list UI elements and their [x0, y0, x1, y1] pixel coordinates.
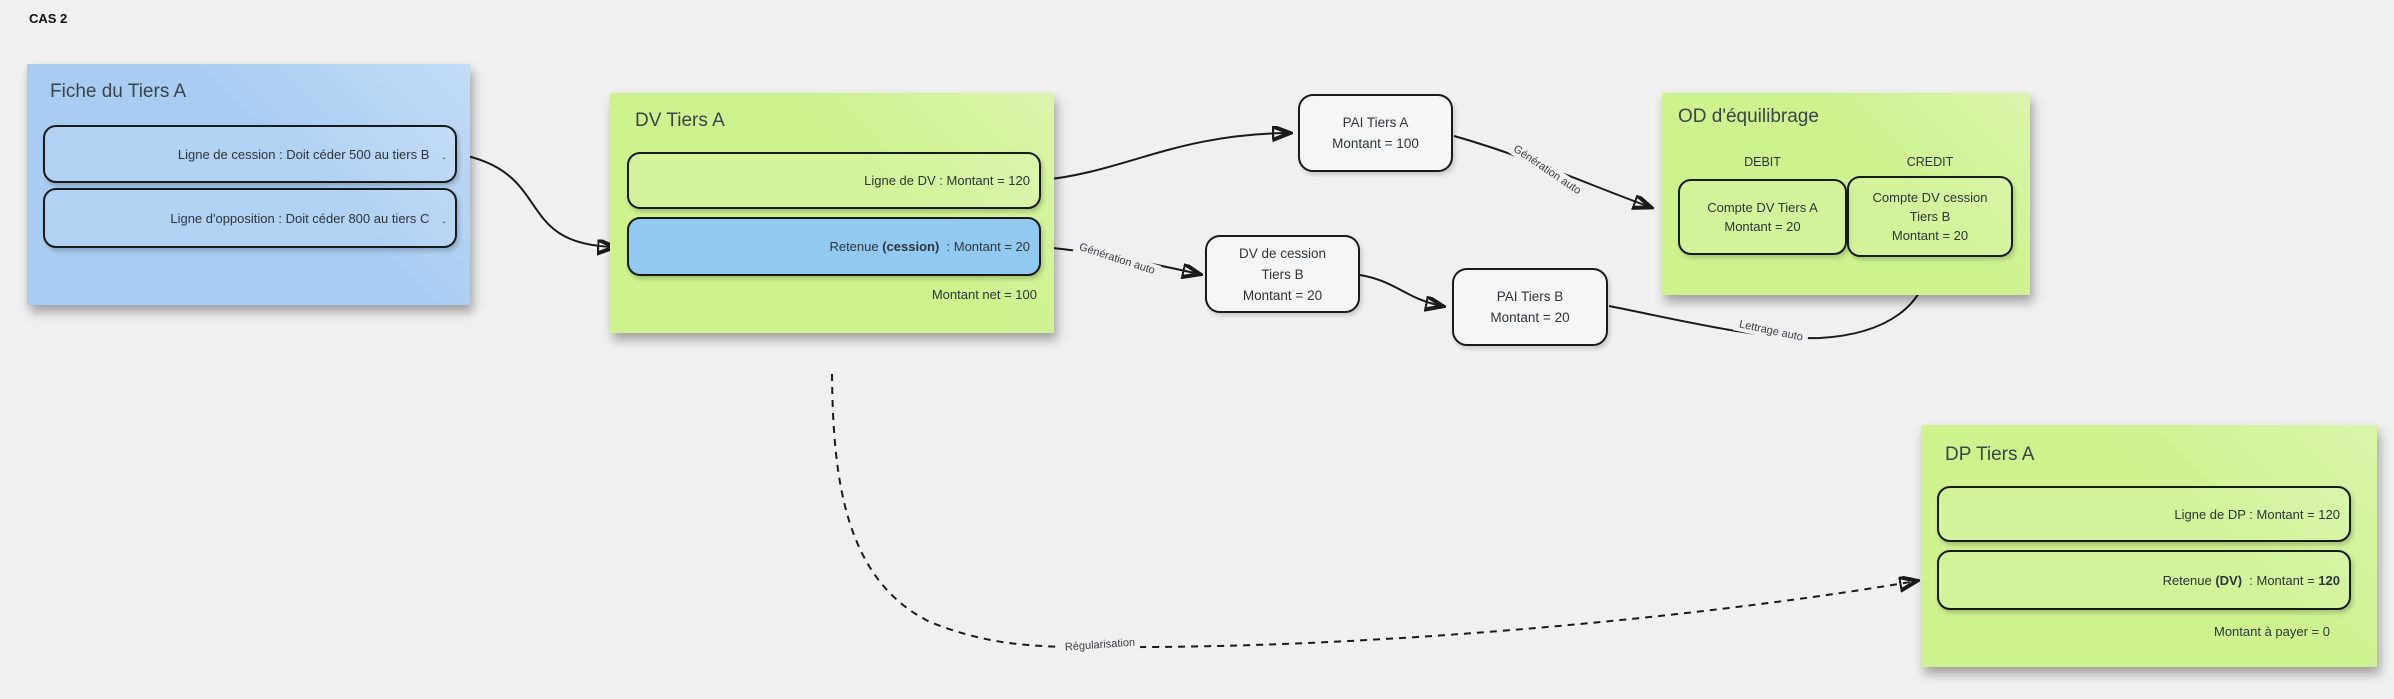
- node-dv-cession-line2: Tiers B: [1261, 266, 1304, 282]
- od-credit-line2: Tiers B: [1909, 209, 1951, 224]
- node-dv-cession-line3: Montant = 20: [1242, 287, 1323, 303]
- sticky-dp-tiers-a: DP Tiers A Ligne de DP : Montant = 120 R…: [1921, 425, 2377, 667]
- dv-retenue-cession: Retenue (cession) : Montant = 20: [627, 217, 1041, 276]
- case-title: CAS 2: [29, 11, 68, 26]
- fiche-line-opposition-text: Ligne d'opposition : Doit céder 800 au t…: [170, 210, 430, 226]
- dp-retenue-dv: Retenue (DV) : Montant = 120: [1937, 550, 2351, 610]
- sticky-od-equilibrage: OD d'équilibrage DEBIT CREDIT Compte DV …: [1662, 93, 2030, 295]
- dp-montant-a-payer: Montant à payer = 0: [2214, 624, 2330, 639]
- node-pai-tiers-a: PAI Tiers A Montant = 100: [1298, 94, 1453, 172]
- sticky-fiche-title: Fiche du Tiers A: [50, 81, 187, 102]
- node-dv-cession-line1: DV de cession: [1238, 245, 1327, 261]
- fiche-line-cession-text: Ligne de cession : Doit céder 500 au tie…: [177, 146, 430, 162]
- edge-dv-cession-to-pai-b: [1359, 274, 1442, 306]
- od-credit-line1: Compte DV cession: [1872, 190, 1988, 205]
- connection-dot: .: [442, 210, 446, 226]
- node-pai-tiers-a-line2: Montant = 100: [1332, 136, 1419, 151]
- fiche-line-cession: Ligne de cession : Doit céder 500 au tie…: [43, 125, 457, 183]
- dv-montant-net: Montant net = 100: [931, 287, 1037, 302]
- dv-retenue-cession-text: Retenue (cession) : Montant = 20: [829, 239, 1030, 254]
- node-dv-cession-tiers-b: DV de cession Tiers B Montant = 20: [1205, 235, 1360, 313]
- dv-ligne-dv-text: Ligne de DV : Montant = 120: [864, 173, 1030, 188]
- od-debit-line1: Compte DV Tiers A: [1707, 200, 1818, 215]
- od-credit-line3: Montant = 20: [1891, 228, 1969, 243]
- edge-regularisation-dashed: [831, 373, 1916, 649]
- sticky-od-title: OD d'équilibrage: [1678, 106, 1819, 127]
- fiche-line-opposition: Ligne d'opposition : Doit céder 800 au t…: [43, 188, 457, 248]
- dp-retenue-dv-text: Retenue (DV) : Montant = 120: [2162, 572, 2340, 588]
- sticky-dp-title: DP Tiers A: [1945, 444, 2035, 465]
- od-credit-box: Compte DV cession Tiers B Montant = 20: [1847, 176, 2013, 257]
- od-credit-label: CREDIT: [1906, 155, 1954, 169]
- od-debit-label: DEBIT: [1744, 155, 1781, 169]
- node-pai-tiers-b: PAI Tiers B Montant = 20: [1452, 268, 1608, 346]
- node-pai-tiers-b-line2: Montant = 20: [1490, 310, 1570, 325]
- edge-pai-b-to-credit: [1608, 266, 1928, 340]
- edge-cession-to-retenue: [457, 153, 614, 247]
- edge-lignedv-to-pai-a: [1041, 133, 1289, 181]
- dp-ligne-dp: Ligne de DP : Montant = 120: [1937, 486, 2351, 542]
- sticky-dv-tiers-a: DV Tiers A Ligne de DV : Montant = 120 R…: [610, 93, 1054, 333]
- dp-ligne-dp-text: Ligne de DP : Montant = 120: [2174, 506, 2340, 522]
- node-pai-tiers-a-line1: PAI Tiers A: [1342, 115, 1409, 130]
- connection-dot: .: [442, 146, 446, 162]
- dv-ligne-dv: Ligne de DV : Montant = 120: [627, 152, 1041, 209]
- od-debit-line2: Montant = 20: [1724, 219, 1801, 234]
- node-pai-tiers-b-line1: PAI Tiers B: [1496, 289, 1564, 304]
- sticky-fiche-tiers-a: Fiche du Tiers A Ligne de cession : Doit…: [27, 64, 470, 305]
- od-debit-box: Compte DV Tiers A Montant = 20: [1678, 179, 1847, 255]
- sticky-dv-title: DV Tiers A: [635, 110, 725, 131]
